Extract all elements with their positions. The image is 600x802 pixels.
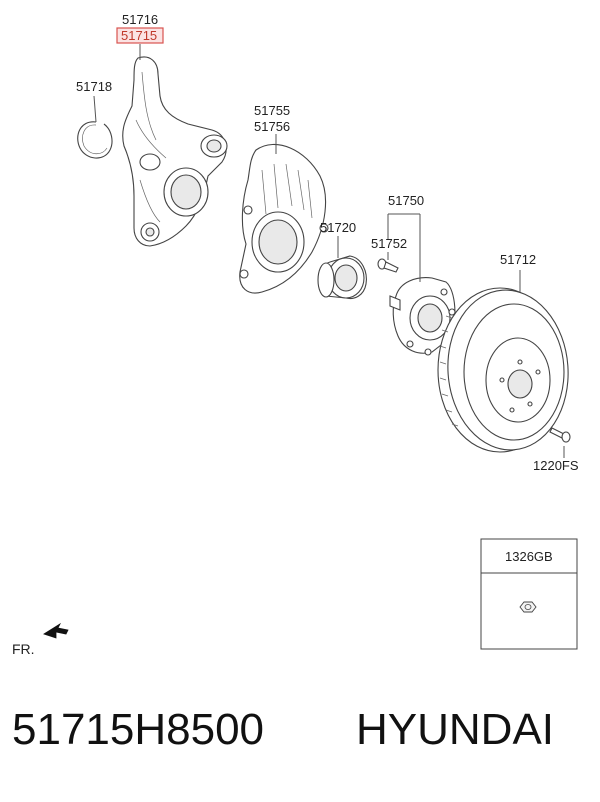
label-51720[interactable]: 51720 xyxy=(320,220,356,235)
bottom-caption: 51715H8500 HYUNDAI xyxy=(0,705,600,775)
label-51718[interactable]: 51718 xyxy=(76,79,112,94)
label-51752[interactable]: 51752 xyxy=(371,236,407,251)
wheel-bearing[interactable] xyxy=(317,255,367,300)
label-1326gb: 1326GB xyxy=(505,549,553,564)
label-51755[interactable]: 51755 xyxy=(254,103,290,118)
dust-cover[interactable] xyxy=(239,143,329,294)
label-51715[interactable]: 51715 xyxy=(121,28,157,43)
disc-screw[interactable] xyxy=(549,427,571,443)
steering-knuckle[interactable] xyxy=(122,56,228,247)
brand-name: HYUNDAI xyxy=(356,705,555,754)
nut-callout-box[interactable]: 1326GB xyxy=(480,538,578,650)
selected-part-highlight xyxy=(116,27,164,44)
part-number: 51715H8500 xyxy=(12,705,265,754)
leader-lines xyxy=(93,44,565,458)
front-arrow-icon xyxy=(43,622,69,639)
nut-icon xyxy=(519,601,537,613)
front-direction-indicator: FR. xyxy=(12,622,69,657)
label-51750[interactable]: 51750 xyxy=(388,193,424,208)
snap-ring[interactable] xyxy=(77,121,113,159)
parts-diagram: 51716 51715 51718 51755 51756 51720 5175… xyxy=(12,12,579,657)
label-fr: FR. xyxy=(12,641,35,657)
label-51712[interactable]: 51712 xyxy=(500,252,536,267)
hub-bolt[interactable] xyxy=(377,258,399,273)
label-51716: 51716 xyxy=(122,12,158,27)
brake-disc[interactable] xyxy=(437,286,573,454)
label-1220fs[interactable]: 1220FS xyxy=(533,458,579,473)
label-51756[interactable]: 51756 xyxy=(254,119,290,134)
